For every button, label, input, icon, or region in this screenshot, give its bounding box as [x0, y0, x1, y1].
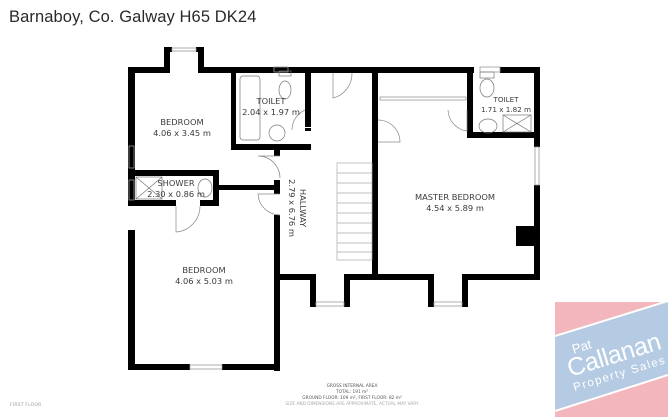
windows	[128, 47, 540, 370]
room-name: TOILET	[256, 96, 286, 106]
room-size: 2.79 x 6.76 m	[287, 179, 297, 237]
room-label-shower: SHOWER 2.30 x 0.86 m	[138, 178, 214, 200]
fixtures	[135, 70, 532, 200]
area-title: GROSS INTERNAL AREA	[326, 384, 378, 389]
room-size: 2.04 x 1.97 m	[242, 107, 300, 117]
doors	[175, 72, 468, 233]
room-size: 4.54 x 5.89 m	[426, 203, 484, 213]
stairs	[336, 162, 373, 261]
area-summary: GROSS INTERNAL AREA TOTAL: 191 m² GROUND…	[262, 384, 442, 408]
room-label-master-bedroom: MASTER BEDROOM 4.54 x 5.89 m	[400, 192, 510, 214]
room-size: 4.06 x 5.03 m	[175, 276, 233, 286]
logo-background	[555, 302, 668, 417]
area-disclaimer: SIZE AND DIMENSIONS ARE APPROXIMATE, ACT…	[285, 402, 419, 407]
room-size: 4.06 x 3.45 m	[153, 128, 211, 138]
room-name: SHOWER	[157, 178, 195, 188]
area-floors: GROUND FLOOR: 109 m², FIRST FLOOR: 82 m²	[302, 396, 402, 401]
room-label-hallway: HALLWAY 2.79 x 6.76 m	[286, 173, 308, 243]
room-label-toilet-1: TOILET 2.04 x 1.97 m	[237, 96, 305, 118]
room-name: MASTER BEDROOM	[414, 192, 496, 202]
room-name: BEDROOM	[182, 265, 226, 275]
room-label-toilet-2: TOILET 1.71 x 1.82 m	[474, 95, 538, 115]
agency-logo: Pat Callanan Property Sales	[555, 302, 668, 417]
room-label-bedroom-2: BEDROOM 4.06 x 5.03 m	[166, 265, 242, 287]
area-total: TOTAL: 191 m²	[336, 390, 368, 395]
room-label-bedroom-1: BEDROOM 4.06 x 3.45 m	[148, 117, 216, 139]
room-size: 2.30 x 0.86 m	[147, 189, 205, 199]
page-title: Barnaboy, Co. Galway H65 DK24	[9, 8, 257, 26]
room-name: HALLWAY	[298, 188, 308, 228]
room-size: 1.71 x 1.82 m	[480, 105, 532, 114]
room-name: TOILET	[493, 95, 519, 104]
room-name: BEDROOM	[160, 117, 204, 127]
floor-label: FIRST FLOOR	[10, 403, 42, 408]
